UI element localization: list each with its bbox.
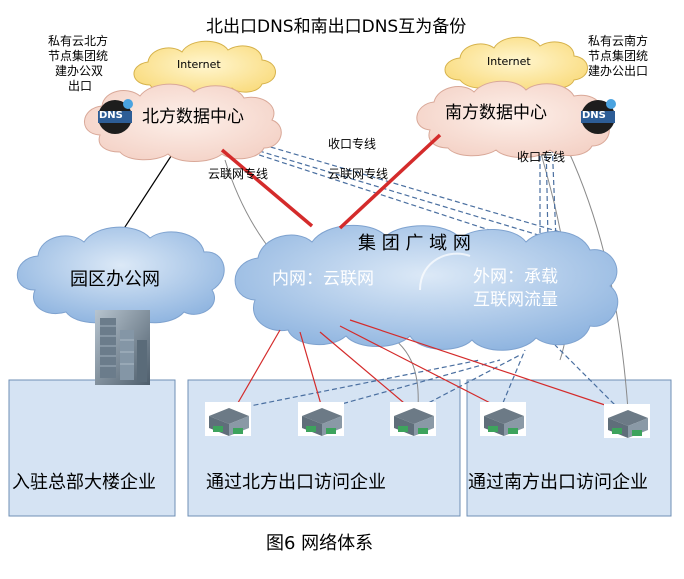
figure-caption: 图6 网络体系 [266,533,374,554]
south-note-line-3: 建办公出口 [588,64,649,78]
north-note-line-1: 私有云北方 [48,34,109,48]
north-dc-cloud [84,83,282,162]
south-cloud-line-label: 云联网专线 [328,167,389,181]
wan-inner-label: 内网：云联网 [272,269,374,289]
north-internet-label: Internet [177,58,221,71]
south-cloud-line [338,133,442,230]
north-note-line-3: 建办公双 [55,64,104,78]
south-dns-label: DNS [582,110,606,121]
diagram-title: 北出口DNS和南出口DNS互为备份 [206,17,467,37]
hq-box-label: 入驻总部大楼企业 [12,472,156,493]
dashed-lines [229,137,621,411]
enterprise-icon-1 [205,402,251,436]
north-exit-box-label: 通过北方出口访问企业 [206,472,386,493]
north-dns-icon [98,99,133,134]
hq-building-icon [95,310,150,385]
enterprise-icon-2 [298,402,344,436]
south-return-line-label: 收口专线 [517,150,566,164]
south-note-line-1: 私有云南方 [588,34,649,48]
south-dc-label: 南方数据中心 [445,103,547,123]
enterprise-icon-5 [604,404,650,438]
south-exit-box-label: 通过南方出口访问企业 [468,472,648,493]
north-cloud-line [220,148,314,228]
north-note-line-2: 节点集团统 [48,49,109,63]
red-links [234,319,621,411]
box-hq [8,379,176,517]
enterprise-icon-4 [480,402,526,436]
north-dc-label: 北方数据中心 [142,107,244,127]
box-north-exit [187,379,461,517]
park-label: 园区办公网 [70,269,160,290]
wan-title: 集 团 广 域 网 [358,233,471,254]
north-return-line-label: 收口专线 [328,137,377,151]
enterprise-icon-3 [390,402,436,436]
wan-cloud [234,224,619,351]
wan-outer-line-2: 互联网流量 [473,290,558,310]
north-cloud-line-label: 云联网专线 [208,167,269,181]
north-dns-label: DNS [99,110,123,121]
north-note-line-4: 出口 [68,79,93,93]
south-internet-label: Internet [487,55,531,68]
box-south-exit [466,379,672,517]
south-dns-icon [581,99,616,134]
wan-outer-line-1: 外网：承载 [473,267,558,287]
south-note-line-2: 节点集团统 [588,49,649,63]
